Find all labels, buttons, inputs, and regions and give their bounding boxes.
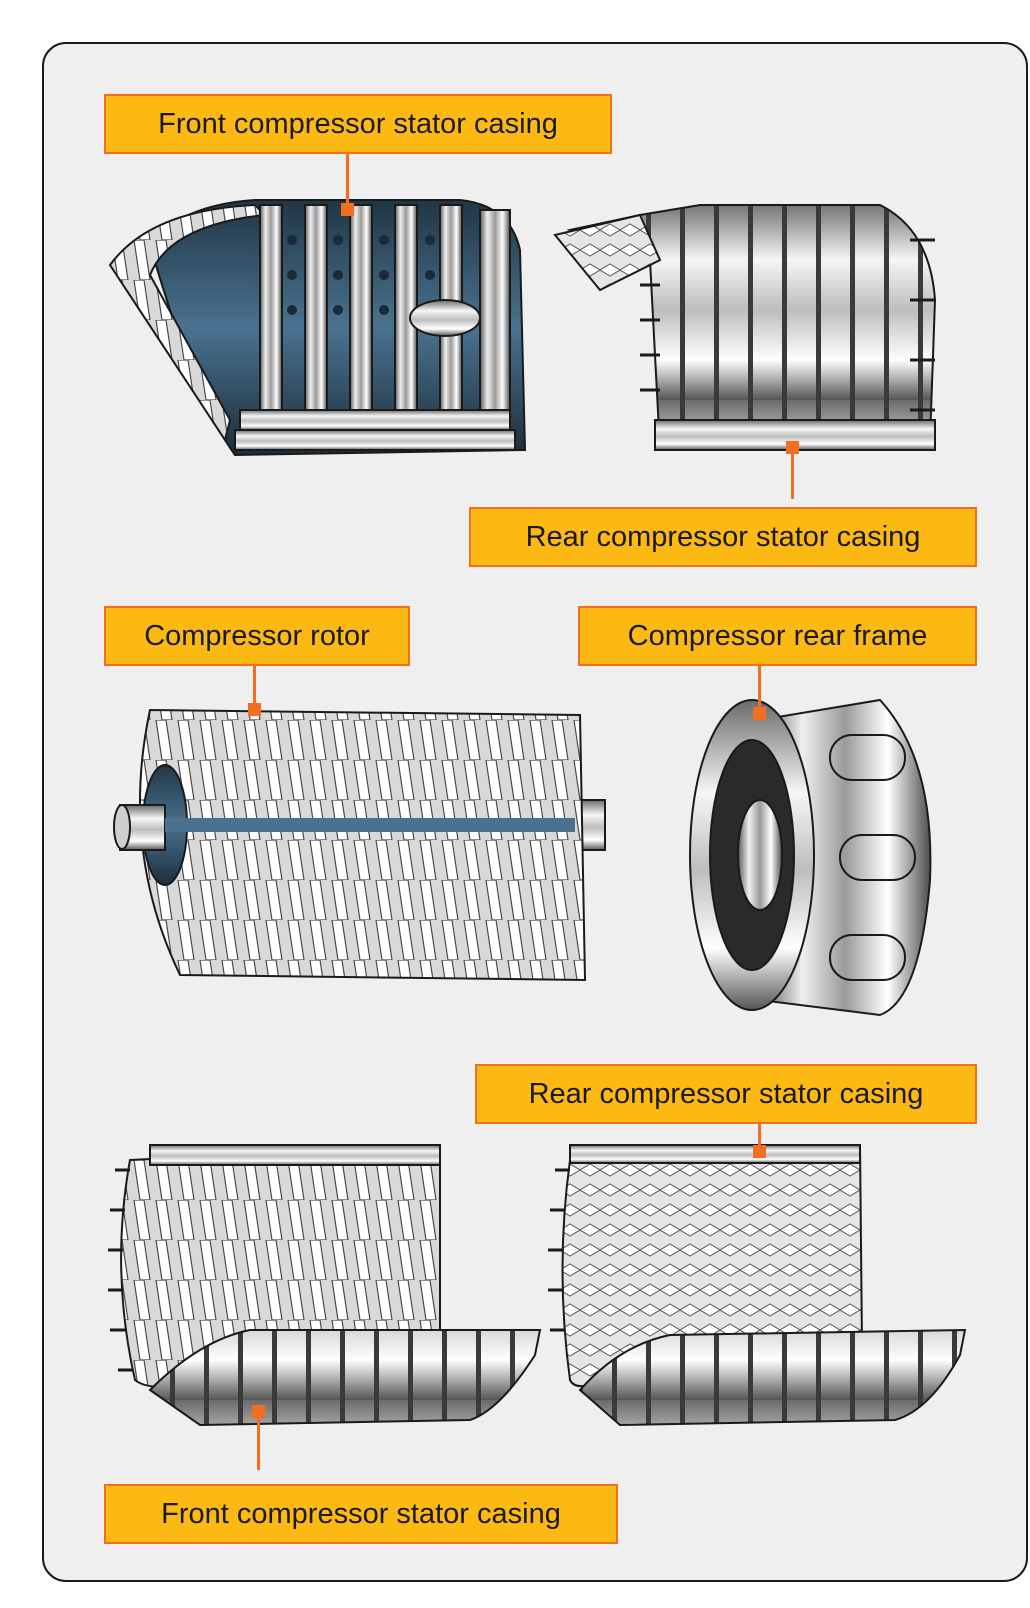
callout-front-compressor-stator-casing-bottom: Front compressor stator casing [104,1484,618,1544]
leader-dot-bottom-right [753,1145,766,1158]
front-stator-casing-top-illustration [108,199,527,457]
leader-dot-mid-right [753,707,766,720]
leader-dot-top-right [786,441,799,454]
callout-rear-compressor-stator-casing-bottom: Rear compressor stator casing [475,1064,977,1124]
leader-line-top-left [346,152,349,207]
leader-dot-bottom-left [252,1405,265,1418]
front-stator-casing-bottom-illustration [108,1143,542,1427]
leader-dot-mid-left [248,703,261,716]
leader-line-mid-right [758,652,761,712]
compressor-rotor-illustration [113,708,606,982]
leader-dot-top-left [341,203,354,216]
leader-line-top-right [791,447,794,499]
callout-compressor-rotor: Compressor rotor [104,606,410,666]
callout-rear-compressor-stator-casing-top: Rear compressor stator casing [469,507,977,567]
leader-line-mid-left [253,652,256,707]
rear-stator-casing-bottom-illustration [548,1143,967,1427]
leader-line-bottom-left [257,1410,260,1470]
rear-stator-casing-top-illustration [553,204,937,452]
compressor-rear-frame-illustration [689,698,932,1017]
leader-line-bottom-right [758,1100,761,1150]
callout-compressor-rear-frame: Compressor rear frame [578,606,977,666]
callout-front-compressor-stator-casing-top: Front compressor stator casing [104,94,612,154]
